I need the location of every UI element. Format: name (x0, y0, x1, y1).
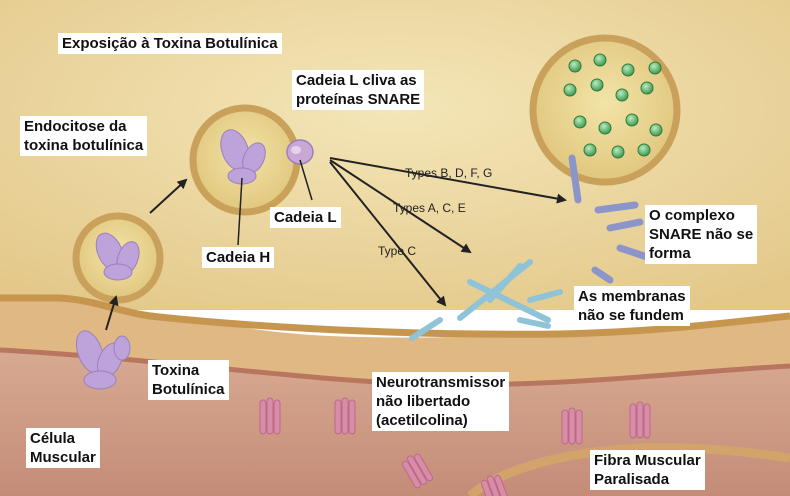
endocytosis-label: Endocitose da toxina botulínica (20, 116, 147, 156)
membranes-label: As membranas não se fundem (574, 286, 690, 326)
types-ace-label: Types A, C, E (393, 201, 466, 215)
paralyzed-fiber-label: Fibra Muscular Paralisada (590, 450, 705, 490)
type-c-label: Type C (378, 244, 416, 258)
l-chain-cleaves-label: Cadeia L cliva as proteínas SNARE (292, 70, 424, 110)
title-label: Exposição à Toxina Botulínica (58, 33, 282, 54)
neurotransmitter-label: Neurotransmissor não libertado (acetilco… (372, 372, 509, 431)
muscle-cell-label: Célula Muscular (26, 428, 100, 468)
types-bdfg-label: Types B, D, F, G (405, 166, 492, 180)
h-chain-label: Cadeia H (202, 247, 274, 268)
toxin-label: Toxina Botulínica (148, 360, 229, 400)
snare-complex-label: O complexo SNARE não se forma (645, 205, 757, 264)
l-chain-label: Cadeia L (270, 207, 341, 228)
